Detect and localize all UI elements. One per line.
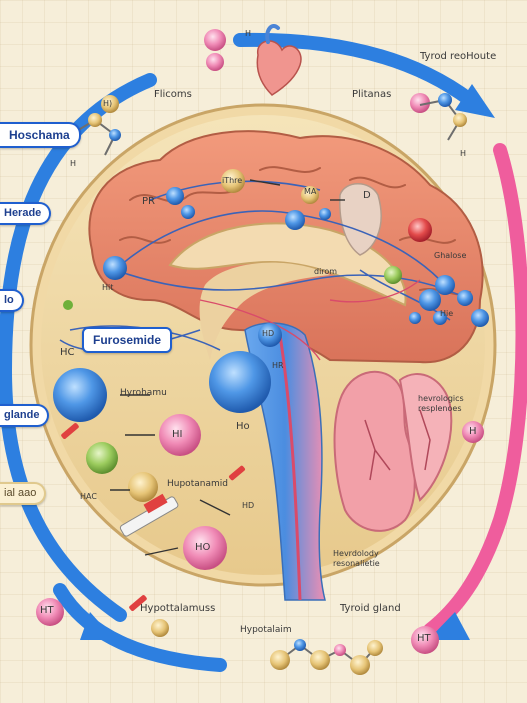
molecules-brain [63, 169, 489, 347]
label-hi: HI [172, 429, 183, 440]
label-hie: Hie [440, 309, 454, 318]
label-pr: PR [142, 196, 155, 207]
label-ithre: iThre [222, 176, 243, 185]
label-ghalose: Ghalose [434, 251, 467, 260]
label-tyrod-reohoute: Tyrod reoHoute [420, 51, 497, 62]
small-arrows [110, 179, 345, 556]
label-resplenoes: resplenoes [418, 404, 462, 413]
label-ho-small: Ho [236, 421, 250, 432]
label-hac: HAC [80, 492, 97, 501]
lung-organ [333, 370, 453, 532]
pill-ial-aao: ial aao [0, 482, 47, 506]
molecule-chain-top [69, 98, 462, 156]
label-h-top-left: H) [103, 99, 113, 108]
label-ho: HO [195, 542, 211, 553]
label-flicoms: Flicoms [154, 89, 192, 100]
label-h-top-left-2: H [70, 159, 77, 168]
label-hevrdolody: Hevrdolody [333, 549, 379, 558]
heart-icon [256, 24, 302, 96]
label-ht-top: H [245, 29, 252, 38]
pill-glande: glande [0, 404, 50, 428]
pill-lo: lo [0, 289, 24, 313]
label-hc: HC [60, 347, 75, 358]
bottom-atoms [88, 93, 467, 675]
label-hevrologics: hevrologics [418, 394, 464, 403]
pill-furosemide: Furosemide [82, 327, 173, 354]
label-ht-bottom: HT [40, 605, 54, 616]
label-tyroid-gland: Tyroid gland [340, 603, 401, 614]
label-plitanas: Plitanas [352, 89, 392, 100]
label-hupotanamid: Hupotanamid [167, 479, 228, 489]
label-h-top-right: H [460, 149, 467, 158]
red-lines [199, 279, 421, 361]
label-hypotalaim: Hypotalaim [240, 625, 292, 635]
label-hypottalamuss: Hypottalamuss [140, 603, 216, 614]
label-d: D [363, 190, 371, 201]
pill-herade: Herade [0, 202, 52, 226]
label-h-right: H [469, 426, 477, 437]
label-resonalietie: resonalietie [333, 559, 380, 568]
label-hd-top: HD [262, 329, 275, 338]
syringe-icons [61, 423, 246, 611]
spheres [36, 29, 484, 654]
label-ma: MA [304, 187, 317, 196]
label-ht-bottom-right: HT [417, 633, 431, 644]
pill-hoschama: Hoschama [0, 122, 81, 149]
label-dirom: dirom [314, 267, 338, 276]
label-hyrohamu: Hyrohamu [120, 388, 167, 398]
label-hit: Hit [102, 283, 114, 292]
label-hd-mid: HD [242, 501, 255, 510]
label-hr: HR [272, 361, 284, 370]
